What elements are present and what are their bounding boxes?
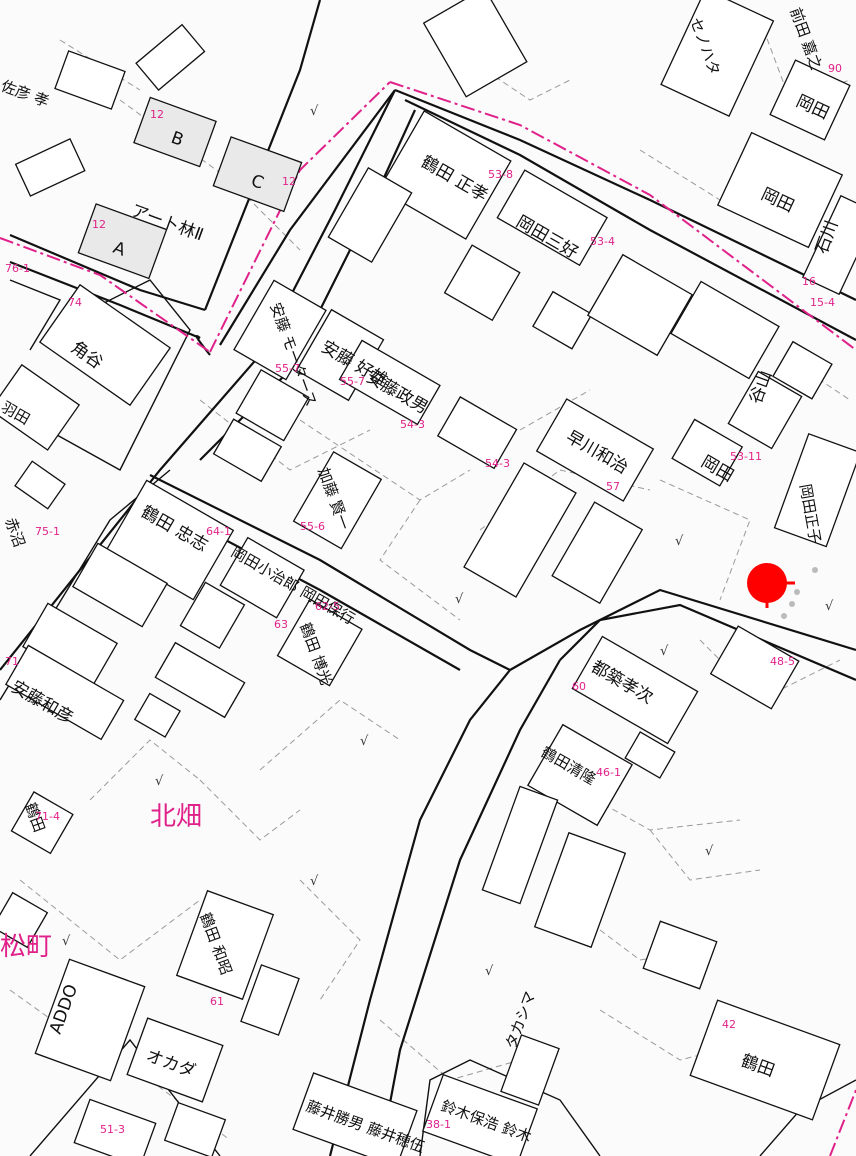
svg-text:71: 71 [5,655,19,668]
svg-text:51-3: 51-3 [100,1123,125,1136]
svg-text:38-1: 38-1 [426,1118,451,1131]
svg-text:71-4: 71-4 [35,810,60,823]
svg-text:√: √ [360,734,369,749]
svg-text:55-6: 55-6 [300,520,325,533]
area-label-kitahata: 北畑 [150,802,202,832]
area-label-matsucho: 松町 [0,932,52,962]
location-pin[interactable] [747,563,818,619]
svg-text:12: 12 [282,175,296,188]
svg-text:√: √ [310,104,319,119]
building-label: 佐彦 孝 [0,77,52,111]
svg-text:√: √ [705,844,714,859]
svg-text:46-1: 46-1 [596,766,621,779]
svg-text:15-4: 15-4 [810,296,835,309]
svg-text:16: 16 [802,275,816,288]
svg-text:75-1: 75-1 [35,525,60,538]
svg-text:12: 12 [150,108,164,121]
building-label: 前田 嘉之 [786,5,825,72]
svg-text:64-1: 64-1 [206,525,231,538]
district-boundary [0,81,856,1156]
svg-text:62-5: 62-5 [315,600,340,613]
svg-text:√: √ [155,774,164,789]
svg-text:63: 63 [274,618,288,631]
svg-text:√: √ [455,592,464,607]
svg-text:√: √ [310,874,319,889]
svg-text:√: √ [62,934,71,949]
svg-text:90: 90 [828,62,842,75]
field-symbols: √ √ √ √ √ √ √ √ √ √ √ [62,104,834,979]
svg-text:√: √ [675,534,684,549]
svg-text:61: 61 [210,995,224,1008]
svg-text:60: 60 [572,680,586,693]
svg-text:12: 12 [92,218,106,231]
svg-text:54-3: 54-3 [400,418,425,431]
svg-text:55-7: 55-7 [275,362,300,375]
svg-text:√: √ [825,599,834,614]
building-label: 赤沼 [1,515,28,549]
svg-text:55-7: 55-7 [340,375,365,388]
svg-text:53-11: 53-11 [730,450,762,463]
svg-text:53-8: 53-8 [488,168,513,181]
svg-text:54-3: 54-3 [485,457,510,470]
svg-text:48-5: 48-5 [770,655,795,668]
svg-text:42: 42 [722,1018,736,1031]
svg-text:57: 57 [606,480,620,493]
svg-text:74: 74 [68,296,82,309]
svg-text:76-1: 76-1 [5,262,30,275]
svg-text:53-4: 53-4 [590,235,615,248]
svg-text:√: √ [485,964,494,979]
lot-numbers: 12 12 12 74 53-8 53-4 55-7 55-7 54-3 54-… [5,62,842,1136]
svg-text:√: √ [660,644,669,659]
